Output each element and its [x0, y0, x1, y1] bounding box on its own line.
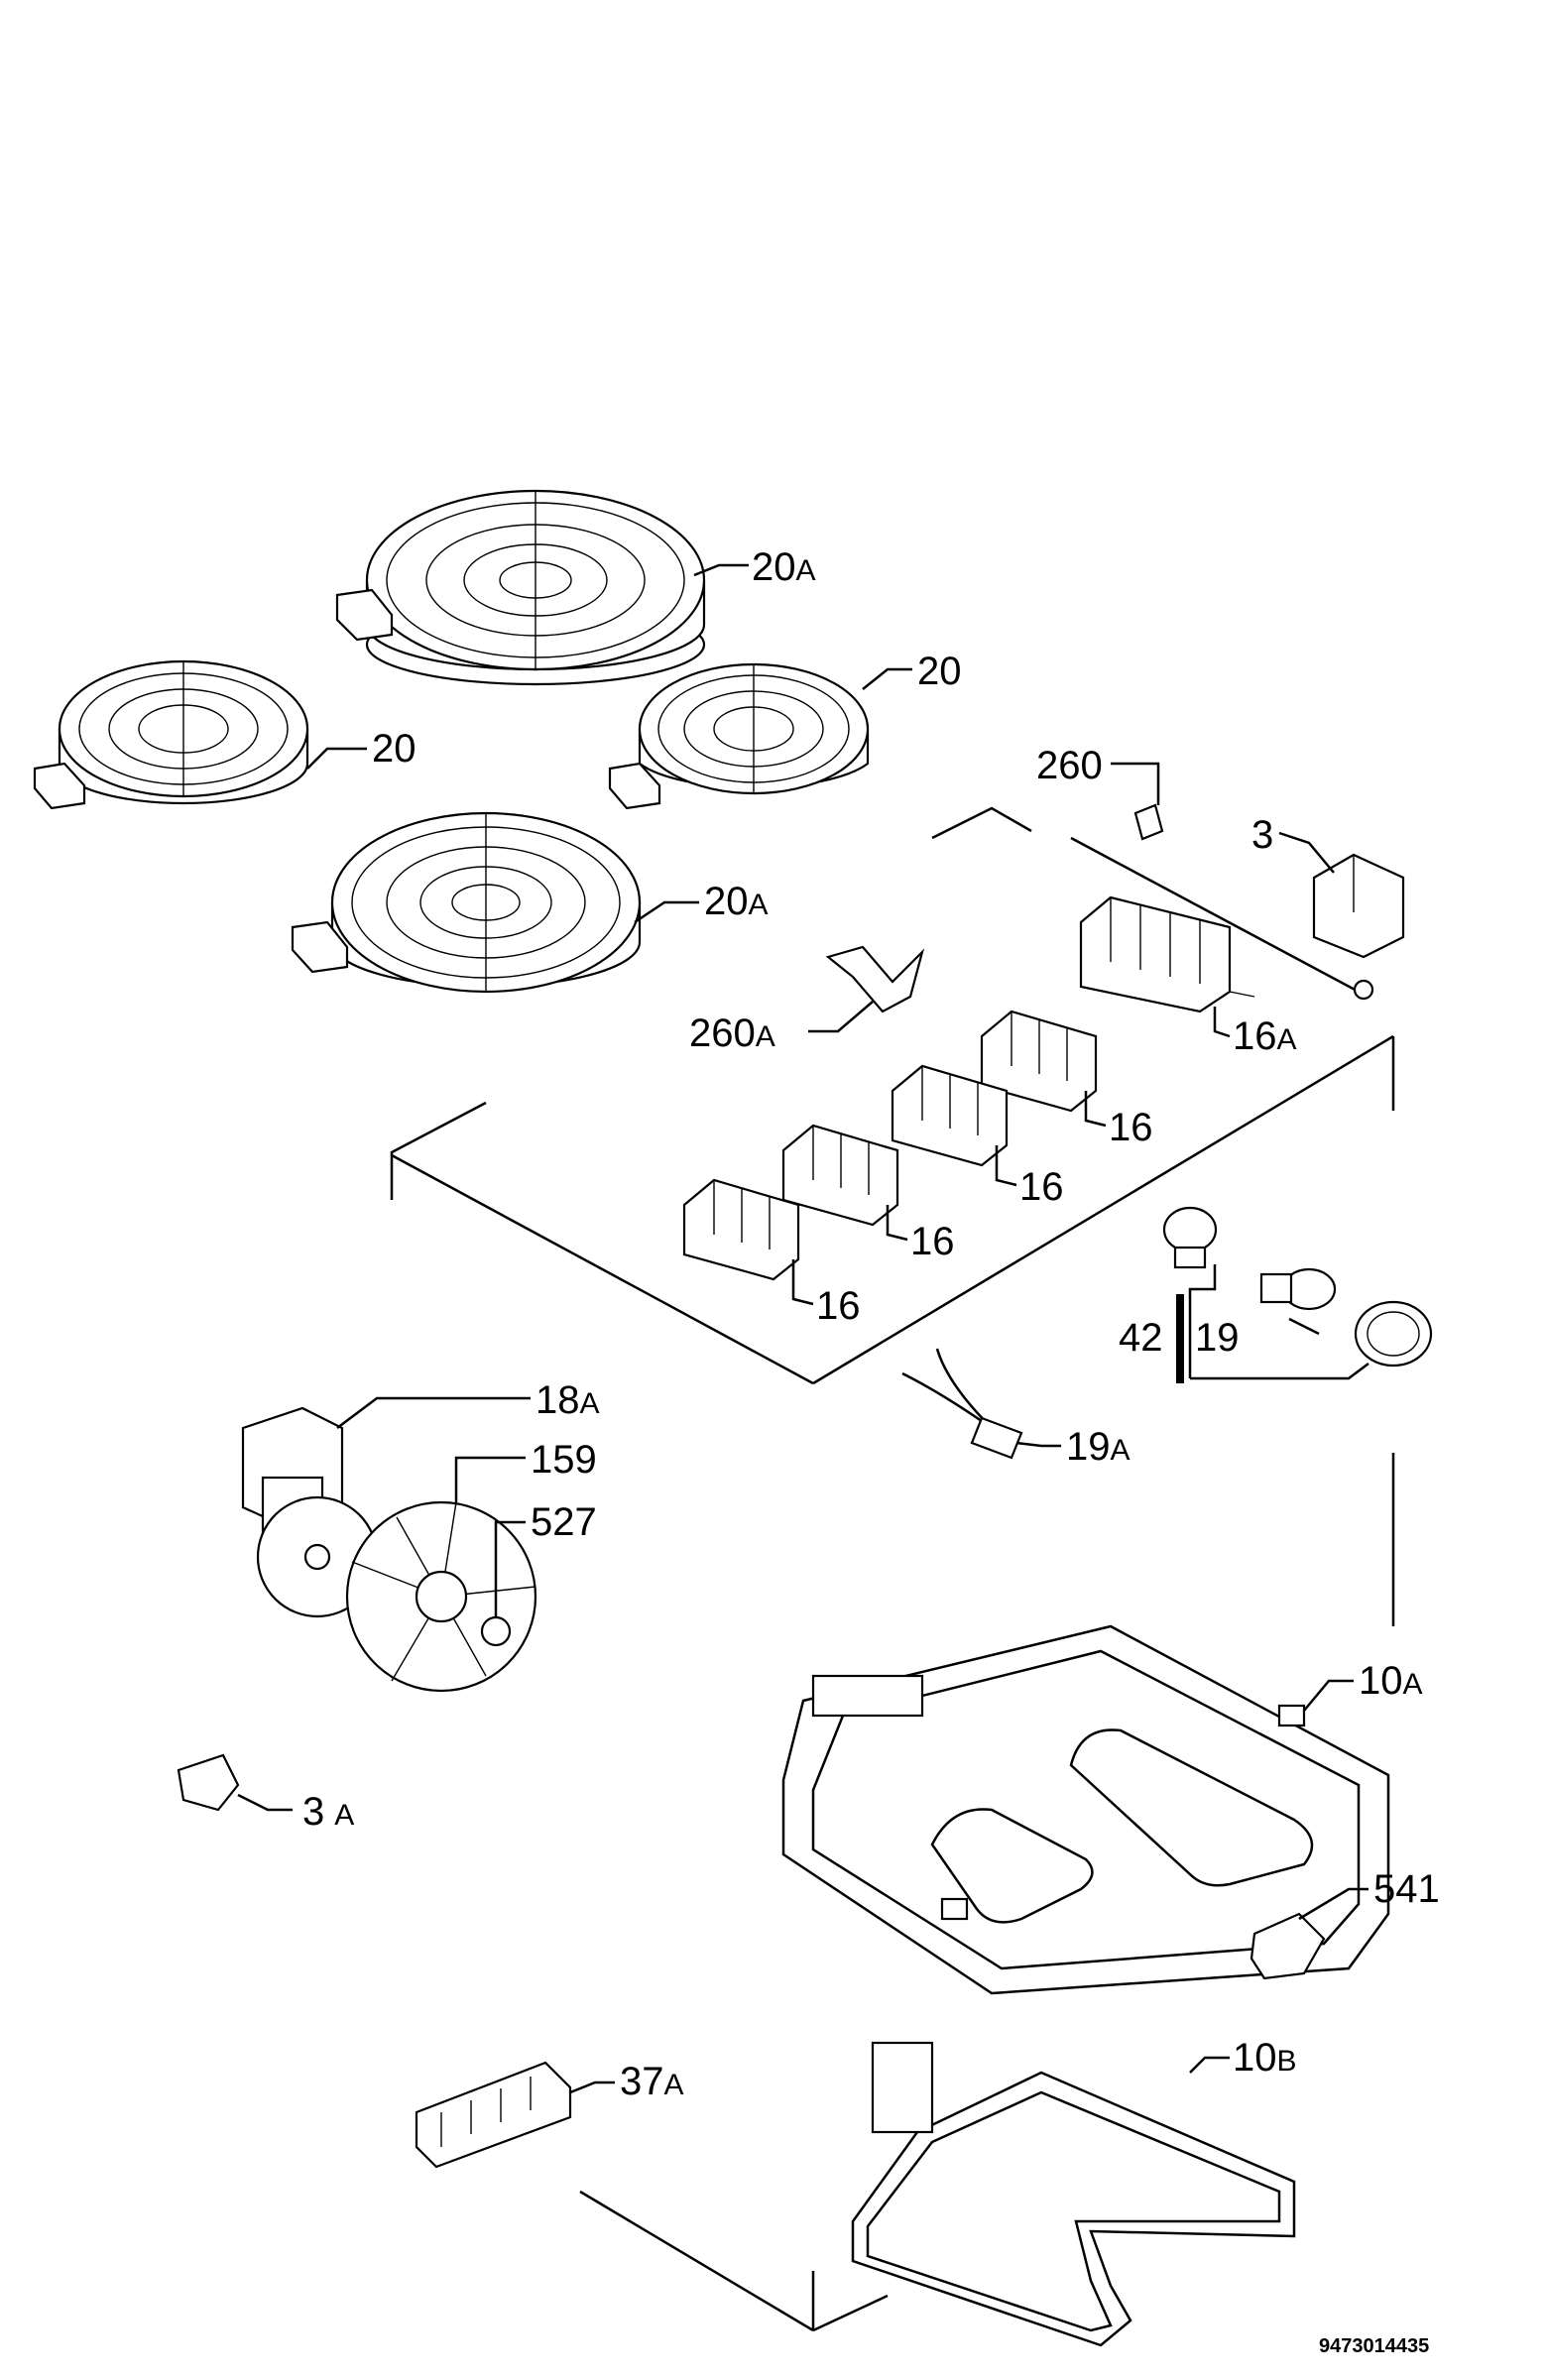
connector-3a — [177, 1753, 240, 1812]
sensor-19a — [901, 1348, 1023, 1460]
nut-527 — [480, 1615, 512, 1647]
label-159: 159 — [531, 1438, 597, 1482]
label-16a: 16A — [1233, 1014, 1297, 1058]
label-20-left: 20 — [372, 727, 416, 771]
label-20-right: 20 — [917, 650, 962, 693]
switch-16a — [1079, 895, 1255, 1013]
grill-element-10a — [781, 1453, 1395, 1995]
terminal-block-37a — [415, 2061, 572, 2169]
clip-260 — [1070, 803, 1360, 994]
switch-16-1 — [682, 1178, 800, 1281]
hotplate-20a-front — [291, 811, 642, 994]
label-3: 3 — [1251, 813, 1273, 857]
part-labels: 20A 20 20 20A 260 3 260A 16A 16 16 16 16… — [302, 545, 1440, 2357]
label-16-3: 16 — [1019, 1165, 1064, 1209]
label-20a-front: 20A — [704, 880, 769, 923]
label-260a: 260A — [689, 1012, 775, 1055]
label-18a: 18A — [536, 1378, 600, 1422]
hotplate-20a-top — [335, 489, 706, 686]
label-16-1: 16 — [816, 1284, 861, 1328]
clip-541 — [1250, 1912, 1326, 1980]
label-16-4: 16 — [1109, 1106, 1153, 1149]
bracket-260a — [825, 945, 925, 1013]
document-number: 9473014435 — [1319, 2335, 1429, 2357]
lamp-leaders — [1176, 1264, 1369, 1383]
fan-blade-159 — [345, 1500, 537, 1693]
label-10b: 10B — [1233, 2036, 1297, 2080]
hotplate-20-right — [608, 662, 870, 810]
label-10a: 10A — [1359, 1659, 1423, 1703]
label-16-2: 16 — [910, 1220, 955, 1263]
lamp-cover — [1354, 1300, 1433, 1368]
label-19a: 19A — [1066, 1425, 1130, 1469]
label-37a: 37A — [620, 2060, 684, 2103]
label-527: 527 — [531, 1500, 597, 1544]
hotplate-20-left — [33, 659, 309, 810]
control-panel-outline — [390, 806, 1395, 1385]
label-20a-top: 20A — [752, 545, 816, 589]
switch-16-3 — [891, 1064, 1009, 1167]
fan-motor-18a — [241, 1406, 379, 1618]
chassis-outline-bottom — [579, 2190, 889, 2332]
thermostat-3 — [1312, 853, 1405, 1001]
label-42: 42 — [1119, 1316, 1163, 1360]
label-541: 541 — [1373, 1867, 1440, 1911]
bottom-element-10b — [851, 2041, 1296, 2347]
label-260: 260 — [1036, 744, 1103, 787]
lamp-holder-42 — [1162, 1206, 1218, 1269]
lamp-bulb-19 — [1259, 1267, 1337, 1311]
leader-lines — [237, 563, 1368, 2094]
label-19: 19 — [1195, 1316, 1240, 1360]
switch-16-2 — [781, 1124, 899, 1227]
